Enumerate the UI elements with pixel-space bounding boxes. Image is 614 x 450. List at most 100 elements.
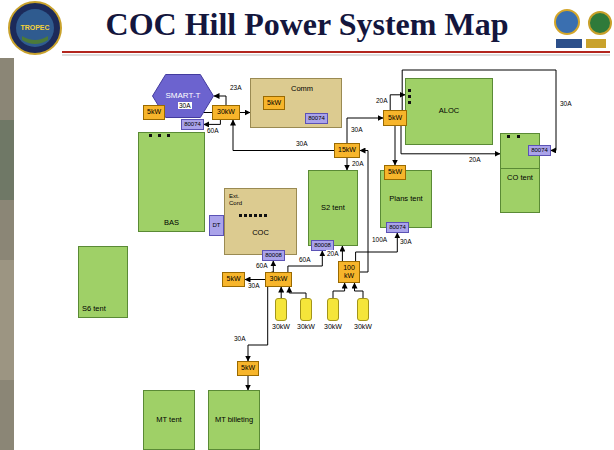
node-label: MT billeting	[211, 416, 257, 425]
node-label: 5kW	[388, 168, 402, 176]
node-label: S6 tent	[82, 305, 106, 314]
power-line	[395, 126, 396, 165]
power-line	[333, 283, 345, 298]
generator-unit: 30kW	[357, 298, 369, 321]
node-label: CO tent	[507, 174, 533, 183]
logo-emblem	[9, 2, 61, 54]
distribution-box: 80074	[528, 145, 551, 156]
node-label: COC	[252, 229, 269, 238]
amperage-label: 100A	[371, 236, 388, 243]
node-label: 30kW	[354, 323, 372, 331]
agency-badge	[556, 39, 582, 48]
node-label: ALOC	[439, 107, 459, 116]
outlet-dot	[517, 135, 520, 138]
node-label: S2 tent	[321, 204, 345, 213]
photo-strip	[0, 120, 14, 200]
node-label: 30kW	[270, 275, 288, 283]
tent-box: S6 tent	[78, 246, 128, 318]
outlet-dot	[259, 214, 262, 217]
amperage-label: 30A	[350, 126, 364, 133]
outlet-dot	[507, 135, 510, 138]
node-label: 80008	[265, 252, 282, 259]
node-label: 5kW	[267, 99, 281, 107]
power-line	[347, 158, 348, 170]
tent-box: S2 tent80008	[308, 170, 358, 246]
distribution-box: 80074	[386, 222, 409, 233]
power-line	[214, 96, 226, 105]
generator-unit: 30kW	[327, 298, 339, 321]
agency-seal	[589, 12, 611, 34]
node-label: BAS	[164, 219, 179, 228]
distribution-box: DT	[209, 215, 224, 236]
node-label: 5kW	[147, 108, 161, 116]
title-rule	[62, 51, 610, 53]
power-line	[204, 120, 221, 124]
power-line	[360, 151, 368, 273]
agency-badge	[586, 39, 606, 48]
tent-box: Comm 5kW 80074	[250, 78, 342, 128]
distribution-box: 80008	[262, 250, 285, 261]
outlet-dot	[408, 95, 411, 98]
node-label: Comm	[291, 85, 313, 94]
outlet-dot	[239, 214, 242, 217]
node-label: 100 kW	[341, 264, 357, 280]
amperage-label: 20A	[468, 156, 482, 163]
amperage-label: 30A	[178, 102, 192, 109]
amperage-label: 20A	[351, 160, 365, 167]
power-panel-box: 5kW	[237, 361, 259, 376]
amperage-label: 60A	[298, 256, 312, 263]
page-title: COC Hill Power System Map	[0, 6, 614, 43]
outlet-dot	[244, 214, 247, 217]
node-label: 80074	[389, 224, 406, 231]
power-panel-box: 5kW	[222, 272, 245, 287]
outlet-dot	[149, 134, 152, 137]
distribution-box: 80074	[181, 119, 204, 130]
tent-box: BAS	[138, 132, 205, 232]
outlet-dot	[167, 134, 170, 137]
agency-seal	[555, 10, 579, 34]
amperage-label: 60A	[255, 262, 269, 269]
amperage-label: 30A	[247, 282, 261, 289]
node-label: 5kW	[241, 364, 255, 372]
photo-strip	[0, 58, 14, 450]
power-line	[272, 261, 274, 272]
logo-text: TROPEC	[20, 24, 49, 32]
power-line	[289, 287, 306, 298]
node-label: 80074	[308, 115, 325, 122]
power-line	[356, 233, 398, 261]
node-label: 80074	[184, 121, 201, 128]
tent-box: Ext. CordCOCDT80008	[224, 188, 297, 255]
tent-box: ALOC	[405, 78, 493, 145]
power-panel-box: 30kW	[265, 272, 292, 287]
power-panel-box: 100 kW	[338, 261, 360, 283]
power-line	[281, 287, 282, 298]
logo-globe	[16, 9, 54, 47]
power-line	[390, 95, 405, 110]
power-line	[355, 283, 364, 298]
node-label: 5kW	[388, 114, 402, 122]
amperage-label: 30A	[559, 100, 573, 107]
node-label: DT	[213, 222, 221, 229]
amperage-label: 20A	[326, 250, 340, 257]
power-line	[240, 112, 250, 113]
photo-strip	[0, 260, 14, 380]
outlet-dot	[249, 214, 252, 217]
node-label: 5kW	[227, 275, 241, 283]
node-label: 80074	[531, 147, 548, 154]
title-rule	[62, 55, 610, 56]
distribution-box: 80074	[305, 113, 328, 124]
power-panel-box: 5kW	[143, 105, 165, 120]
node-label: Ext. Cord	[229, 193, 253, 207]
tent-box: MT billeting	[208, 390, 260, 450]
tent-box: MT tent	[143, 390, 195, 450]
power-line	[248, 376, 249, 390]
power-panel-box: 30kW	[212, 105, 240, 120]
outlet-dot	[408, 89, 411, 92]
generator-unit: 30kW	[300, 298, 312, 321]
amperage-label: 23A	[229, 84, 243, 91]
amperage-label: 60A	[206, 127, 220, 134]
node-label: 30kW	[217, 108, 235, 116]
